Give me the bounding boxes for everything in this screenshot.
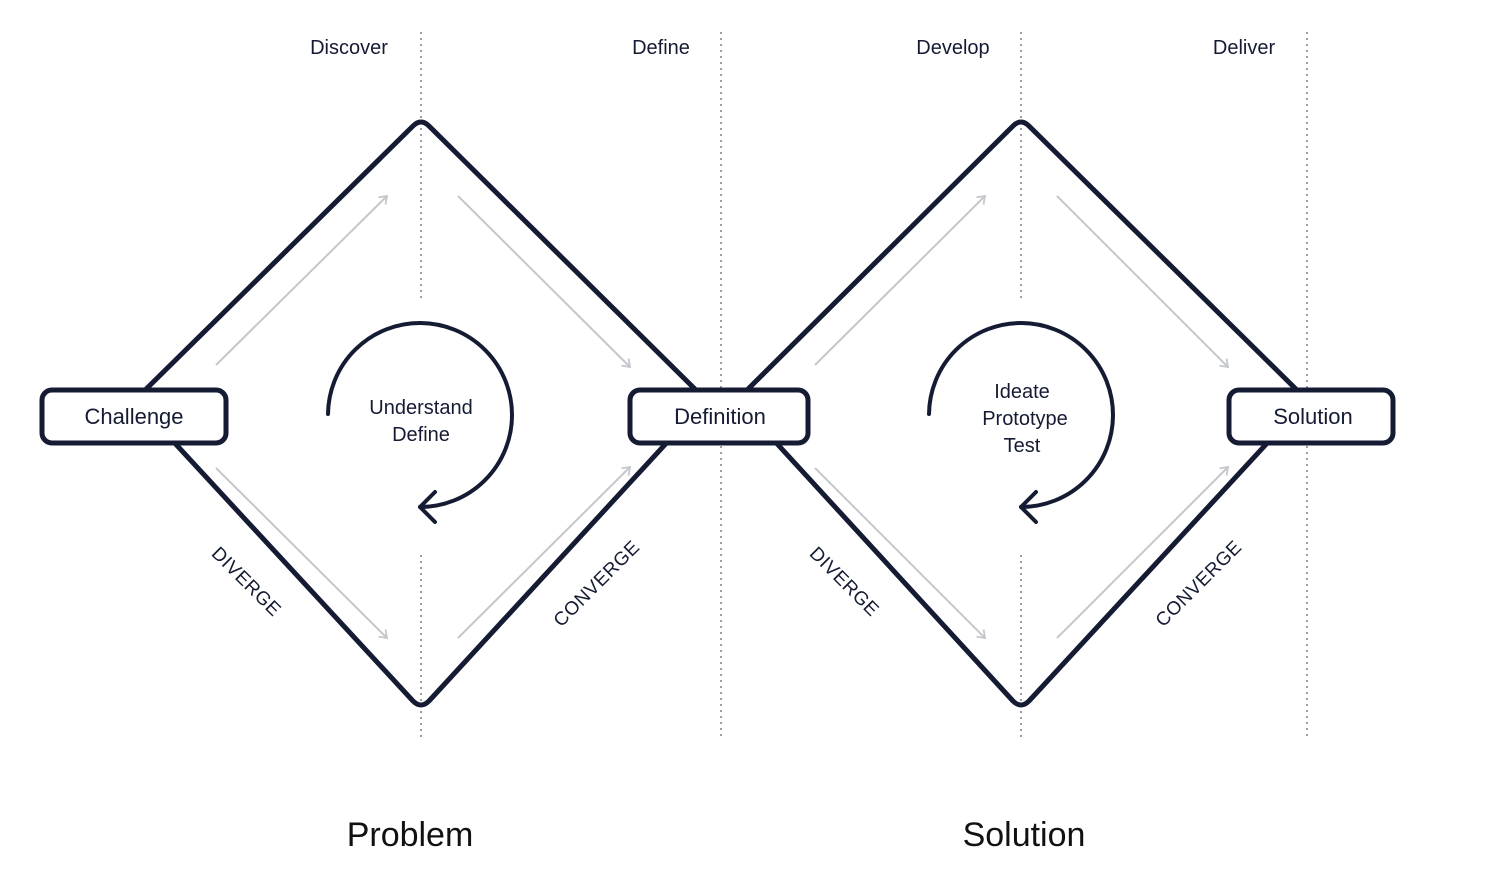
stage-box-definition-label: Definition bbox=[674, 404, 766, 429]
phase-label-develop: Develop bbox=[916, 37, 989, 59]
center-text-solution-line-1: Ideate bbox=[994, 381, 1050, 403]
flow-arrow bbox=[1056, 465, 1230, 639]
flow-arrows bbox=[215, 194, 1230, 640]
center-text-solution-line-2: Prototype bbox=[982, 408, 1068, 430]
stage-box-solution-label: Solution bbox=[1273, 404, 1353, 429]
flow-arrow bbox=[457, 195, 632, 369]
center-text-problem-line-1: Understand bbox=[369, 397, 472, 419]
section-title-solution: Solution bbox=[963, 816, 1086, 854]
flow-arrow bbox=[814, 194, 987, 366]
stage-box-solution: Solution bbox=[1226, 387, 1396, 446]
flow-arrow bbox=[215, 467, 389, 640]
cycle-arrow-solution bbox=[927, 321, 1115, 524]
stage-box-challenge-label: Challenge bbox=[84, 404, 183, 429]
phase-label-deliver: Deliver bbox=[1213, 37, 1276, 59]
cycle-arrow-problem bbox=[326, 321, 514, 524]
flow-arrow bbox=[814, 467, 987, 640]
diverge-label-solution: DIVERGE bbox=[805, 543, 883, 621]
center-text-solution-line-3: Test bbox=[1004, 435, 1041, 457]
flow-arrow bbox=[215, 194, 389, 366]
diverge-label-problem: DIVERGE bbox=[207, 543, 285, 621]
phase-guides bbox=[420, 32, 1308, 740]
stage-box-challenge: Challenge bbox=[39, 387, 229, 446]
center-text-problem-line-2: Define bbox=[392, 424, 450, 446]
flow-arrow bbox=[1056, 195, 1230, 369]
stage-box-definition: Definition bbox=[627, 387, 811, 446]
phase-label-discover: Discover bbox=[310, 37, 388, 59]
flow-arrow bbox=[457, 465, 632, 639]
section-title-problem: Problem bbox=[347, 816, 474, 854]
phase-label-define: Define bbox=[632, 37, 690, 59]
